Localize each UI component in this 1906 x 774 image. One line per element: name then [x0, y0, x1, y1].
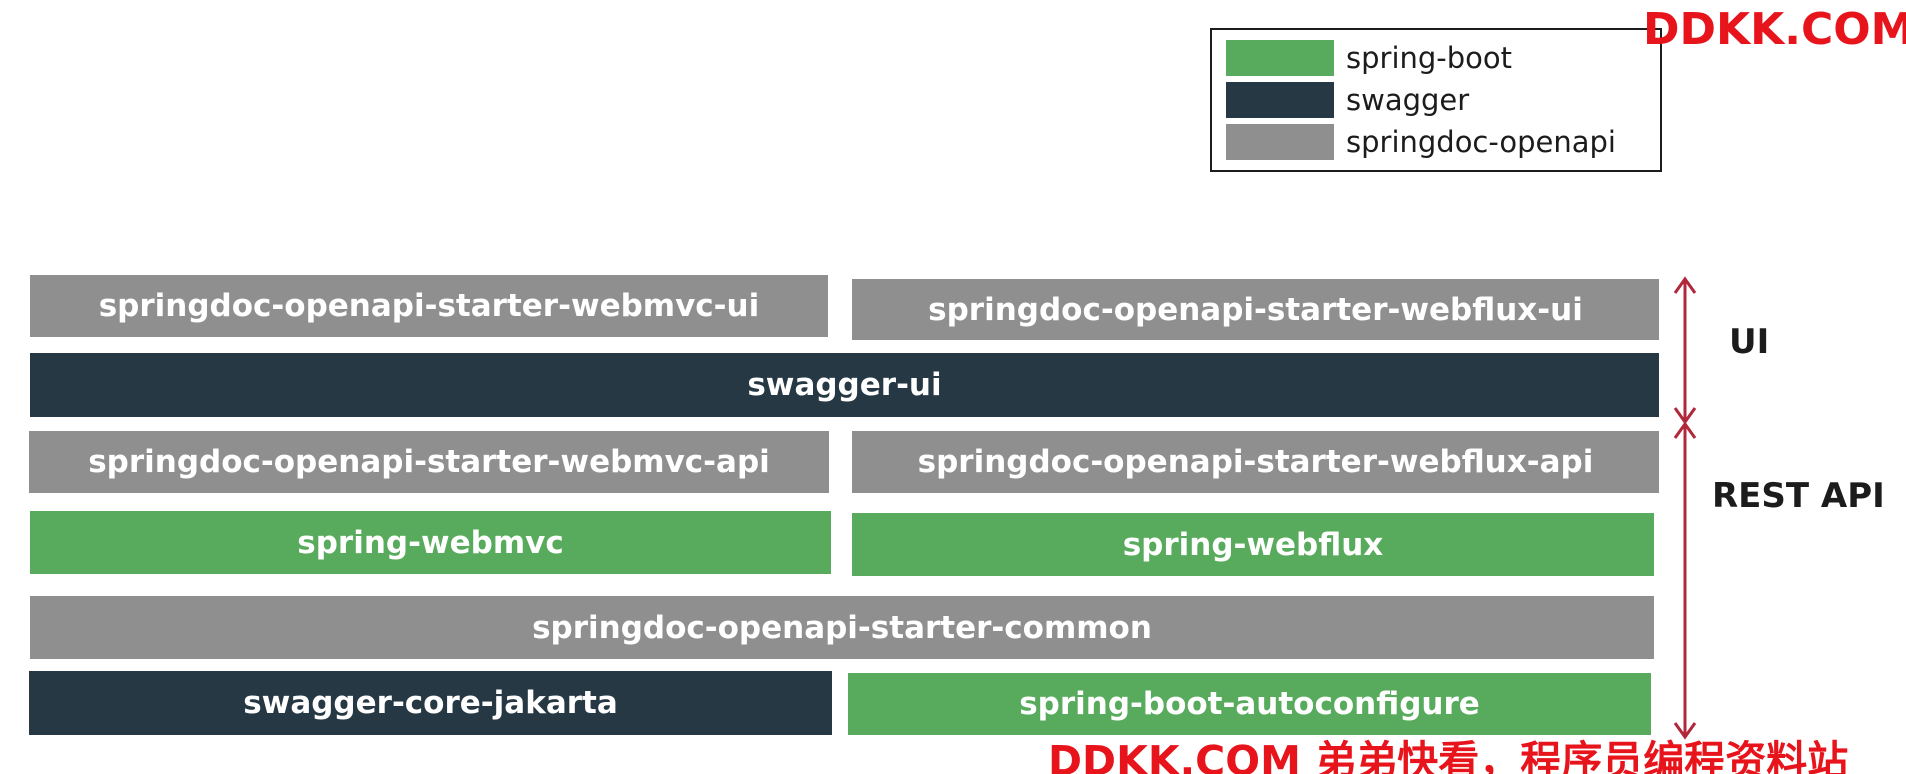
- legend: spring-boot swagger springdoc-openapi: [1210, 28, 1662, 172]
- ui-layer-arrow: [1673, 276, 1697, 425]
- box-springdoc-openapi-starter-webflux-api: springdoc-openapi-starter-webflux-api: [852, 431, 1659, 493]
- layer-label-rest-api: REST API: [1712, 476, 1885, 516]
- legend-label-spring-boot: spring-boot: [1346, 41, 1513, 75]
- legend-item-swagger: swagger: [1226, 82, 1469, 118]
- box-spring-webmvc: spring-webmvc: [30, 511, 831, 574]
- box-springdoc-openapi-starter-common: springdoc-openapi-starter-common: [30, 596, 1654, 659]
- legend-item-spring-boot: spring-boot: [1226, 40, 1512, 76]
- box-spring-webflux: spring-webflux: [852, 513, 1654, 576]
- layer-label-ui: UI: [1729, 322, 1770, 362]
- legend-swatch-springdoc-openapi: [1226, 124, 1334, 160]
- box-swagger-core-jakarta: swagger-core-jakarta: [29, 671, 832, 735]
- box-springdoc-openapi-starter-webflux-ui: springdoc-openapi-starter-webflux-ui: [852, 279, 1659, 340]
- legend-label-swagger: swagger: [1346, 83, 1470, 117]
- box-spring-boot-autoconfigure: spring-boot-autoconfigure: [848, 673, 1651, 735]
- rest-api-layer-arrow: [1673, 421, 1697, 740]
- watermark-bottom: DDKK.COM 弟弟快看，程序员编程资料站: [1048, 737, 1849, 774]
- legend-swatch-swagger: [1226, 82, 1334, 118]
- box-swagger-ui: swagger-ui: [30, 353, 1659, 417]
- watermark-top: DDKK.COM: [1643, 4, 1906, 55]
- box-springdoc-openapi-starter-webmvc-ui: springdoc-openapi-starter-webmvc-ui: [30, 275, 828, 337]
- box-springdoc-openapi-starter-webmvc-api: springdoc-openapi-starter-webmvc-api: [29, 431, 829, 493]
- legend-swatch-spring-boot: [1226, 40, 1334, 76]
- legend-item-springdoc-openapi: springdoc-openapi: [1226, 124, 1616, 160]
- legend-label-springdoc-openapi: springdoc-openapi: [1346, 125, 1616, 159]
